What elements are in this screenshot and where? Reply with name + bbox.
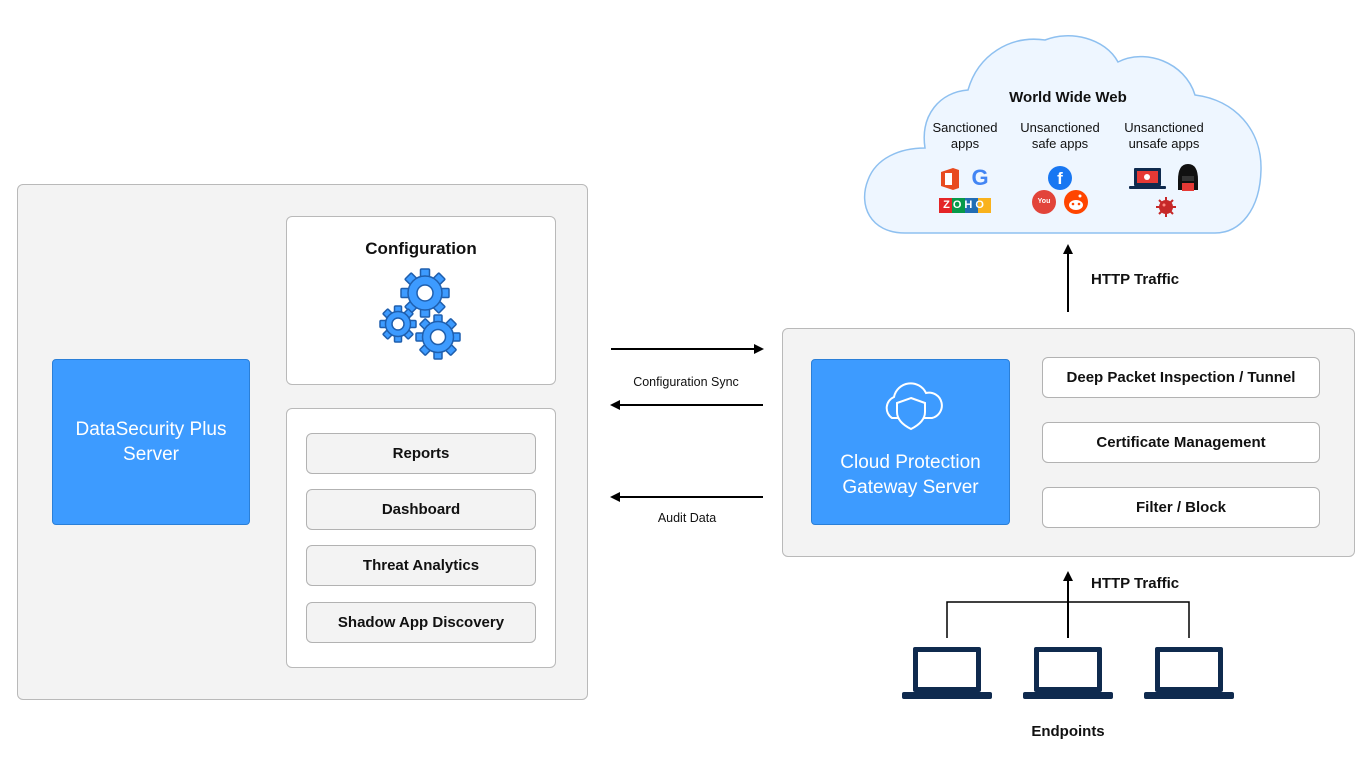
facebook-icon: f xyxy=(1048,166,1072,190)
category-sanctioned-line1: Sanctioned xyxy=(932,120,998,135)
zoho-text: ZOHO xyxy=(943,199,987,211)
category-unsanctioned-safe-line2: safe apps xyxy=(1031,136,1089,151)
gateway-server-box: Cloud Protection Gateway Server xyxy=(811,359,1010,525)
www-title: World Wide Web xyxy=(1009,89,1127,106)
module-shadow-app-discovery: Shadow App Discovery xyxy=(306,602,536,643)
category-sanctioned: Sanctioned apps xyxy=(915,120,1015,152)
function-filter-block: Filter / Block xyxy=(1042,487,1320,528)
module-dashboard: Dashboard xyxy=(306,489,536,530)
configuration-title: Configuration xyxy=(365,239,477,258)
endpoint-tree-lines xyxy=(946,601,1190,638)
gateway-title-line1: Cloud Protection xyxy=(840,452,981,473)
audit-data-label: Audit Data xyxy=(657,511,717,525)
zoho-icon: ZOHO xyxy=(939,198,991,213)
function-deep-packet-inspection: Deep Packet Inspection / Tunnel xyxy=(1042,357,1320,398)
category-sanctioned-line2: apps xyxy=(950,136,980,151)
youtube-text: You xyxy=(1037,198,1051,205)
gears-icon xyxy=(379,268,461,360)
config-sync-label: Configuration Sync xyxy=(633,375,739,389)
function-certificate-management: Certificate Management xyxy=(1042,422,1320,463)
google-icon: G xyxy=(968,166,992,190)
datasecurity-plus-title-line2: Server xyxy=(123,444,179,465)
category-unsanctioned-unsafe-line1: Unsanctioned xyxy=(1124,120,1204,135)
youtube-icon: You xyxy=(1032,190,1056,214)
category-unsanctioned-unsafe-line2: unsafe apps xyxy=(1128,136,1200,151)
category-unsanctioned-safe-line1: Unsanctioned xyxy=(1020,120,1100,135)
gateway-title-line2: Gateway Server xyxy=(842,477,979,498)
http-traffic-top-label: HTTP Traffic xyxy=(1091,271,1180,288)
gateway-title: Cloud Protection Gateway Server xyxy=(840,450,980,500)
category-unsanctioned-safe: Unsanctioned safe apps xyxy=(1010,120,1110,152)
module-threat-analytics: Threat Analytics xyxy=(306,545,536,586)
http-traffic-bottom-label: HTTP Traffic xyxy=(1091,575,1180,592)
endpoints-label: Endpoints xyxy=(1031,723,1105,740)
cloud-shield-icon xyxy=(885,382,943,431)
category-unsanctioned-unsafe: Unsanctioned unsafe apps xyxy=(1114,120,1214,152)
datasecurity-plus-server-box: DataSecurity Plus Server xyxy=(52,359,250,525)
module-reports: Reports xyxy=(306,433,536,474)
google-letter: G xyxy=(971,165,989,190)
configuration-box: Configuration xyxy=(286,216,556,385)
facebook-letter: f xyxy=(1057,169,1063,188)
datasecurity-plus-title-line1: DataSecurity Plus xyxy=(75,419,227,440)
